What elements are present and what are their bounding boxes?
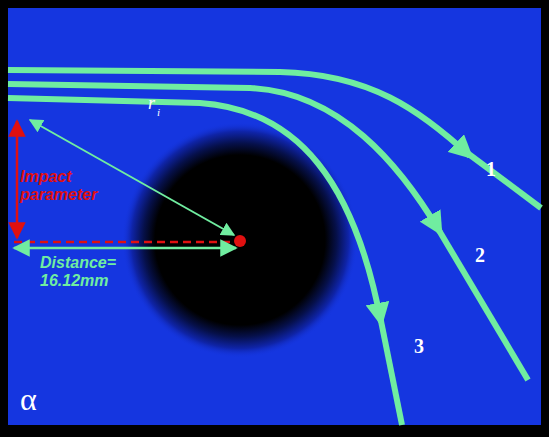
nucleus-shadow (122, 122, 358, 358)
trajectory-3 (8, 98, 381, 322)
dashed-axis (14, 241, 234, 244)
radius-subscript: i (157, 106, 160, 118)
trajectories (8, 70, 541, 425)
callout-number: 3 (414, 335, 424, 357)
radius-label: r (148, 94, 155, 114)
impact-parameter-label: Impact parameter (20, 168, 140, 203)
trajectory-2-tail (437, 227, 528, 380)
background (8, 8, 541, 425)
callout-number: 2 (475, 244, 485, 266)
nucleus-dot (234, 235, 246, 247)
distance-arrow (14, 247, 236, 250)
alpha-label: α (20, 382, 37, 417)
distance-label: Distance= 16.12mm (40, 254, 150, 289)
trajectory-3-tail (380, 316, 402, 425)
trajectory-1-tail (466, 152, 541, 208)
callout-number: 1 (486, 158, 496, 180)
impact-parameter-arrow (16, 121, 19, 238)
